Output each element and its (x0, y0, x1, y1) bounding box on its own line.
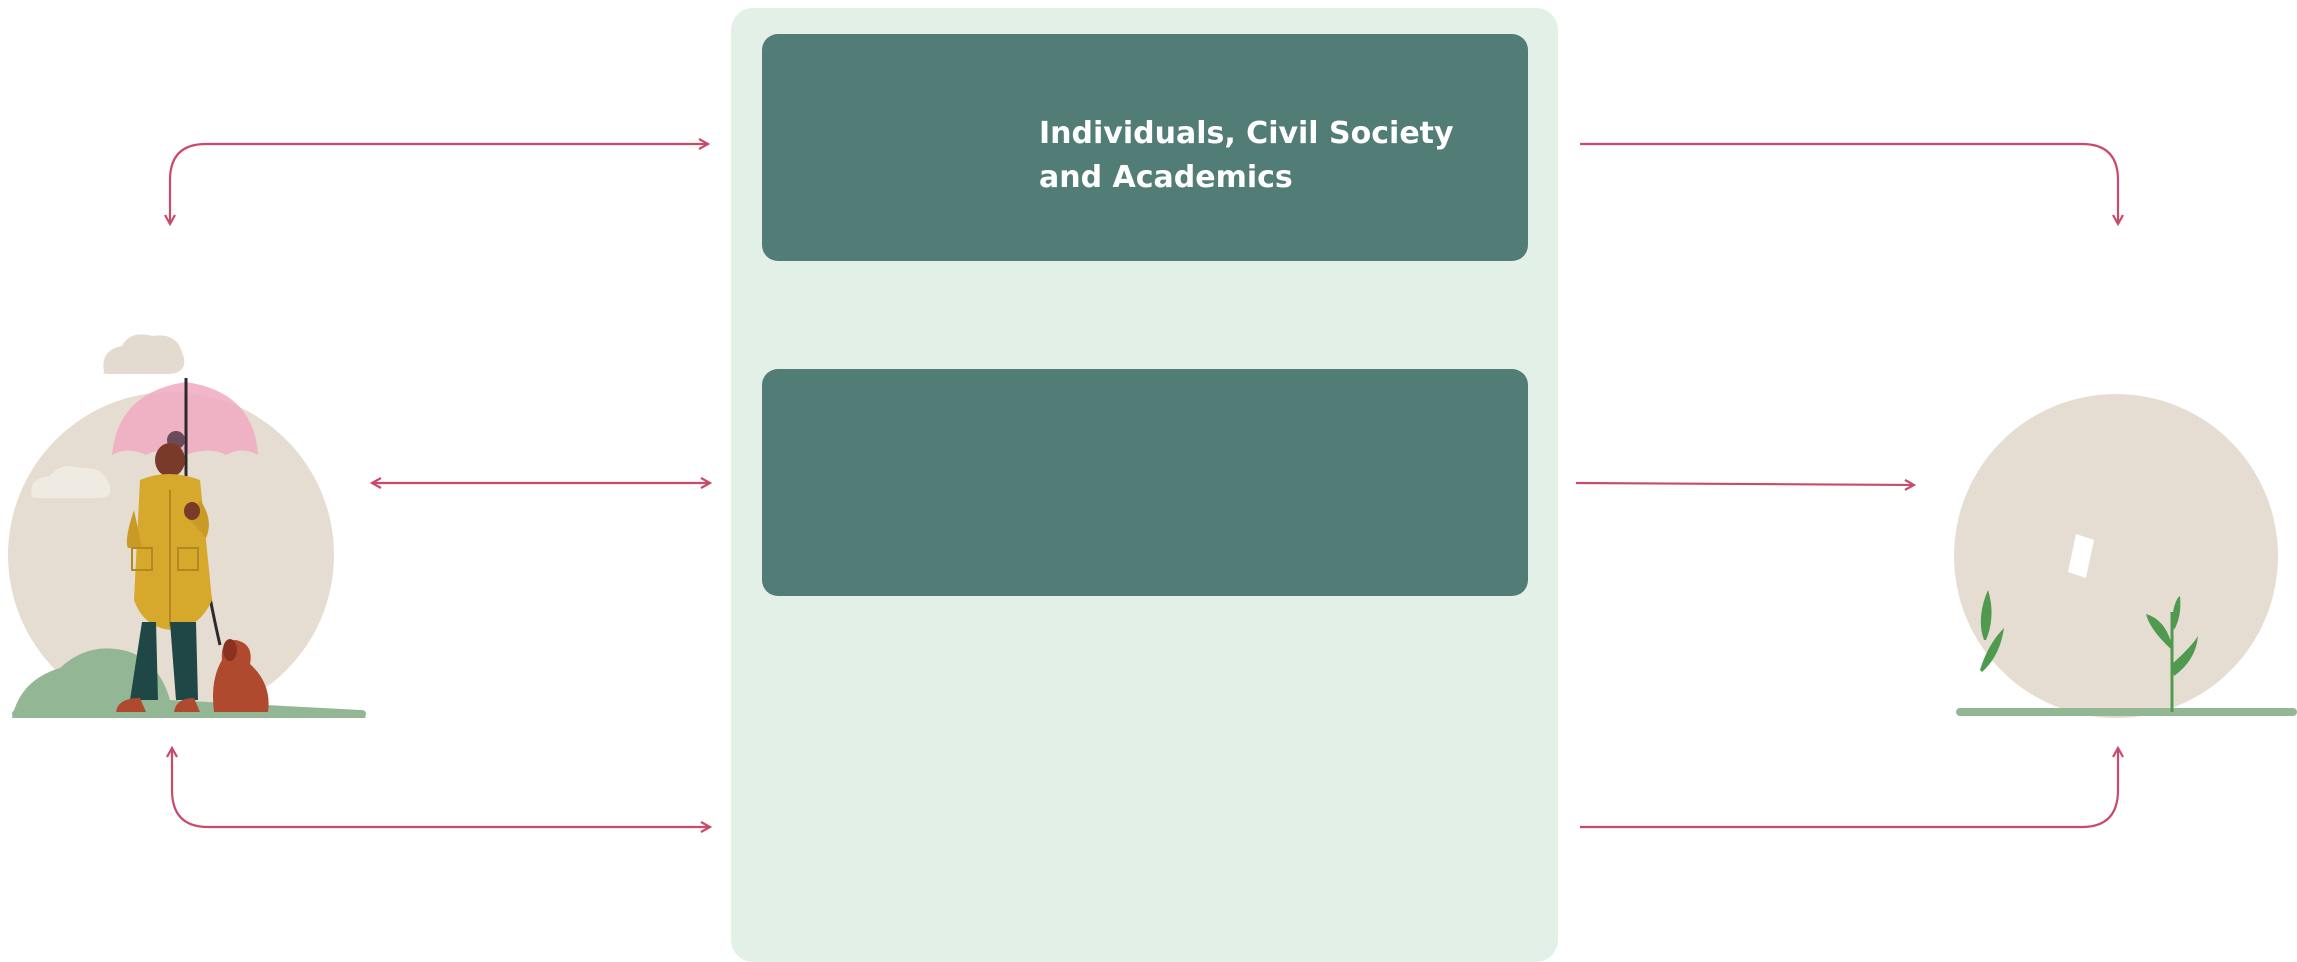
box-second (762, 369, 1528, 596)
arrow-left-top (170, 144, 708, 224)
box-individuals: Individuals, Civil Society and Academics (762, 34, 1528, 261)
arrow-right-middle (1575, 483, 1914, 485)
arrow-right-top (1580, 142, 2118, 224)
arrow-right-bottom (1580, 748, 2118, 829)
sprouting-plants-icon (1954, 394, 2297, 718)
person-with-umbrella-and-dog-icon (8, 334, 366, 718)
arrow-left-bottom (172, 748, 710, 827)
box-individuals-label: Individuals, Civil Society and Academics (1039, 116, 1454, 195)
